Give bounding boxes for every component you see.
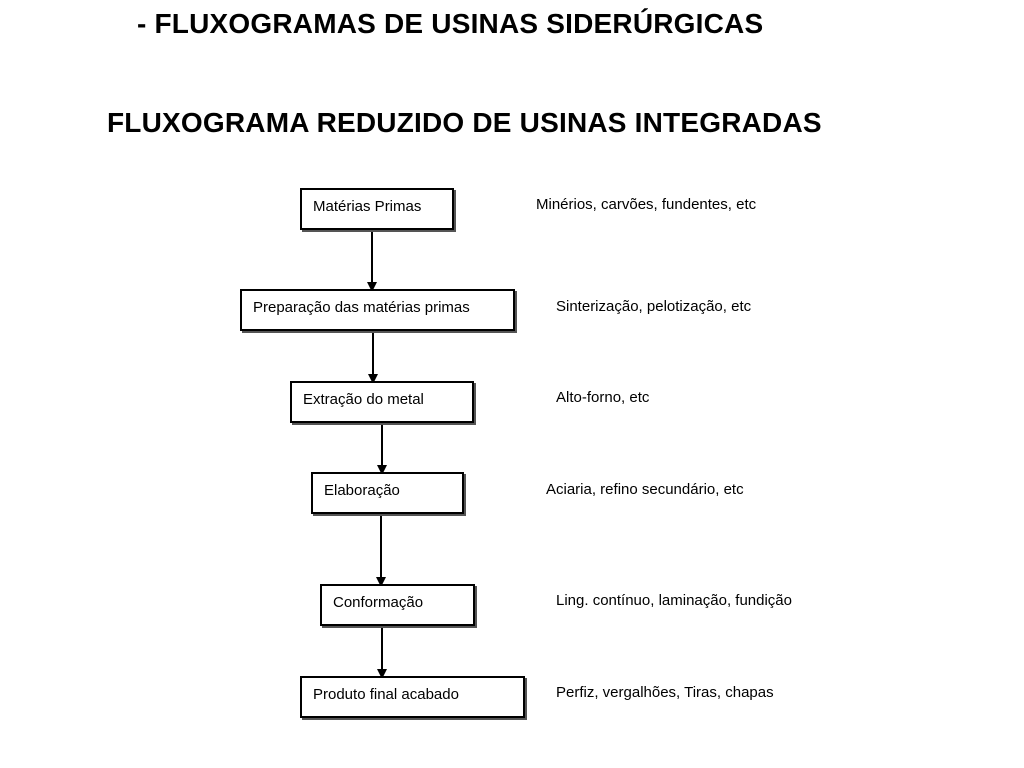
step-note-elaboracao: Aciaria, refino secundário, etc: [546, 481, 744, 498]
step-label: Produto final acabado: [313, 686, 459, 703]
step-box-preparacao: Preparação das matérias primas: [240, 289, 515, 331]
step-box-materias-primas: Matérias Primas: [300, 188, 454, 230]
step-note-extracao: Alto-forno, etc: [556, 389, 650, 406]
diagram-title: FLUXOGRAMA REDUZIDO DE USINAS INTEGRADAS: [107, 107, 822, 138]
step-label: Preparação das matérias primas: [253, 299, 470, 316]
step-note-preparacao: Sinterização, pelotização, etc: [556, 298, 752, 315]
step-label: Conformação: [333, 594, 424, 611]
step-note-produto-final: Perfiz, vergalhões, Tiras, chapas: [556, 684, 774, 701]
step-label: Elaboração: [324, 482, 400, 499]
step-note-conformacao: Ling. contínuo, laminação, fundição: [556, 592, 792, 609]
step-box-conformacao: Conformação: [320, 584, 475, 626]
step-box-extracao: Extração do metal: [290, 381, 474, 423]
step-box-elaboracao: Elaboração: [311, 472, 464, 514]
page-title: - FLUXOGRAMAS DE USINAS SIDERÚRGICAS: [137, 8, 764, 39]
step-box-produto-final: Produto final acabado: [300, 676, 525, 718]
step-note-materias-primas: Minérios, carvões, fundentes, etc: [536, 196, 757, 213]
step-label: Matérias Primas: [313, 198, 422, 215]
step-label: Extração do metal: [303, 391, 424, 408]
